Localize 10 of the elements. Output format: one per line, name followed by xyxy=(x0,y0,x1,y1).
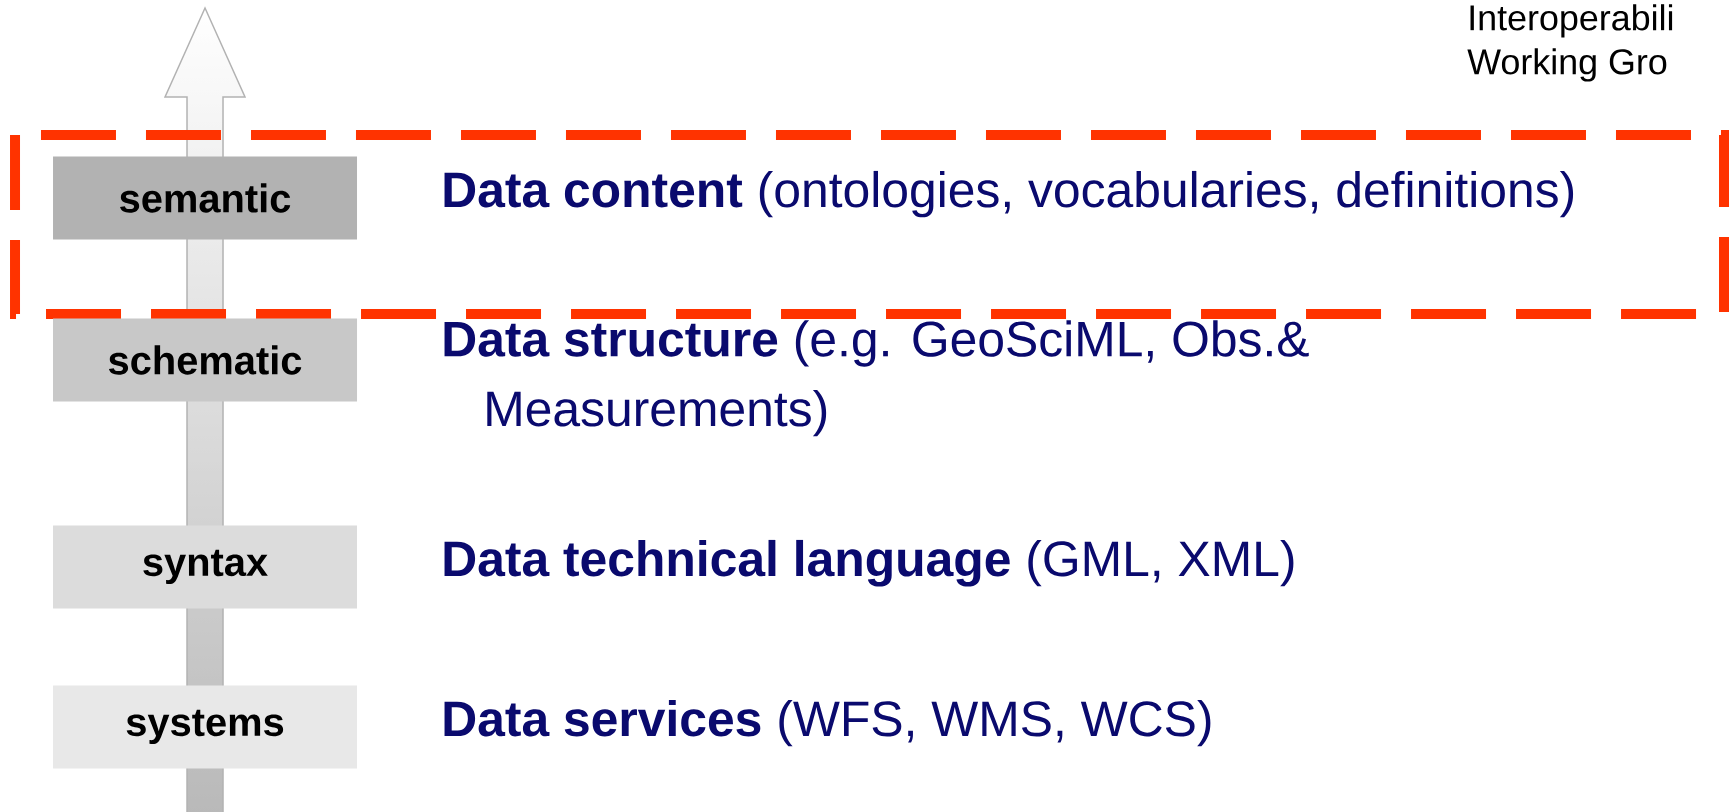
level-box: systems xyxy=(53,685,357,769)
level-box: semantic xyxy=(53,156,357,240)
description-text: Data services (WFS, WMS, WCS) xyxy=(444,699,1211,747)
description-text: Data structure (e.g. GeoSciML, Obs.& Measurements) xyxy=(444,320,1309,437)
level-box: syntax xyxy=(53,525,357,609)
level-box: schematic xyxy=(53,318,357,402)
description-text: Data content (ontologies, vocabularies, definitions) xyxy=(444,170,1574,218)
corner-text: Working Gro xyxy=(1467,48,1667,82)
corner-text: Interoperabili xyxy=(1470,4,1673,38)
description-text: Data technical language (GML, XML) xyxy=(444,539,1294,587)
